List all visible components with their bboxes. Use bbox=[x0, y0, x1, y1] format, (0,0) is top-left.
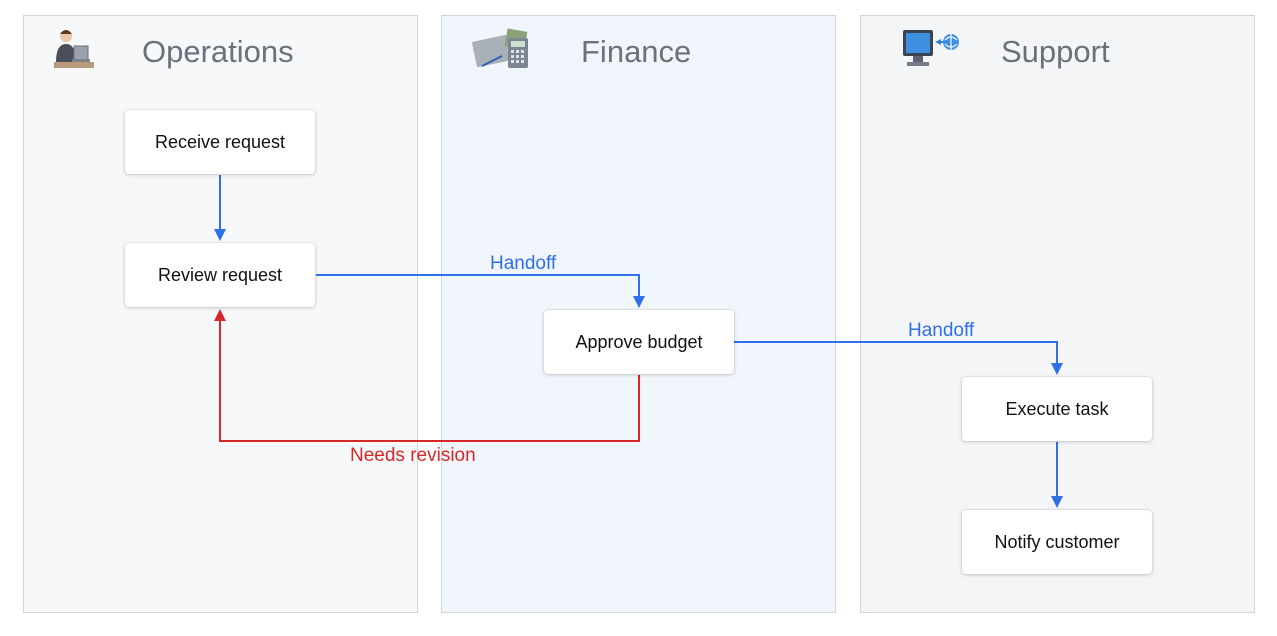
arrowhead bbox=[1051, 363, 1063, 375]
node-execute-task[interactable]: Execute task bbox=[962, 377, 1152, 441]
arrowhead bbox=[214, 229, 226, 241]
edge-approve-to-review-revision bbox=[219, 321, 640, 442]
edge-review-to-approve bbox=[316, 274, 640, 296]
arrowhead bbox=[1051, 496, 1063, 508]
node-receive-request[interactable]: Receive request bbox=[125, 110, 315, 174]
node-notify-customer[interactable]: Notify customer bbox=[962, 510, 1152, 574]
edge-label-handoff: Handoff bbox=[908, 320, 975, 341]
lane-title-finance: Finance bbox=[581, 34, 692, 69]
lane-title-operations: Operations bbox=[142, 34, 294, 69]
office-worker-icon bbox=[50, 26, 96, 77]
computer-network-icon bbox=[899, 26, 963, 77]
node-approve-budget[interactable]: Approve budget bbox=[544, 310, 734, 374]
edge-label-needs-revision: Needs revision bbox=[350, 445, 476, 466]
edge-approve-to-execute bbox=[734, 341, 1058, 363]
lane-title-support: Support bbox=[1001, 34, 1110, 69]
node-review-request[interactable]: Review request bbox=[125, 243, 315, 307]
edge-label-handoff: Handoff bbox=[490, 253, 557, 274]
arrowhead bbox=[214, 309, 226, 321]
calculator-money-icon bbox=[472, 26, 534, 77]
arrowhead bbox=[633, 296, 645, 308]
